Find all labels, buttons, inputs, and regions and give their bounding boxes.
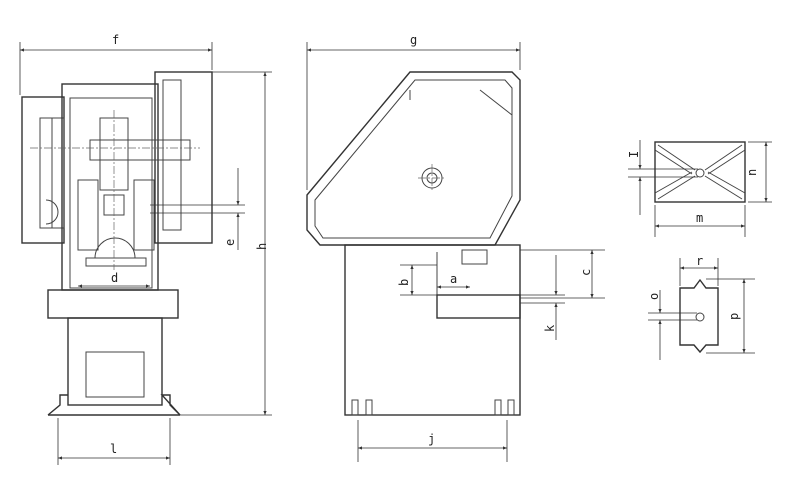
dim-label-r: r [696, 254, 703, 268]
dim-label-h: h [255, 243, 269, 250]
dim-label-j: j [428, 432, 435, 446]
dim-label-c: c [579, 269, 593, 276]
side-view [306, 71, 521, 416]
dim-label-b: b [397, 279, 411, 286]
slide-detail: o r p [647, 254, 755, 360]
front-view [21, 71, 213, 416]
dim-label-d: d [111, 271, 118, 285]
dim-label-I: I [627, 151, 641, 158]
side-dimensions: g j b a c k [306, 33, 605, 462]
dim-label-a: a [450, 272, 457, 286]
dim-label-g: g [410, 33, 417, 47]
bolster-detail: I n m [627, 140, 772, 237]
dim-label-o: o [647, 293, 661, 300]
front-dimensions: f h e d l [19, 33, 272, 465]
dim-label-e: e [223, 239, 237, 246]
dim-label-k: k [543, 324, 557, 332]
dim-label-n: n [745, 169, 759, 176]
dim-label-p: p [727, 313, 741, 320]
dim-label-m: m [696, 211, 703, 225]
dim-label-f: f [112, 33, 119, 47]
dim-label-l: l [110, 442, 117, 456]
